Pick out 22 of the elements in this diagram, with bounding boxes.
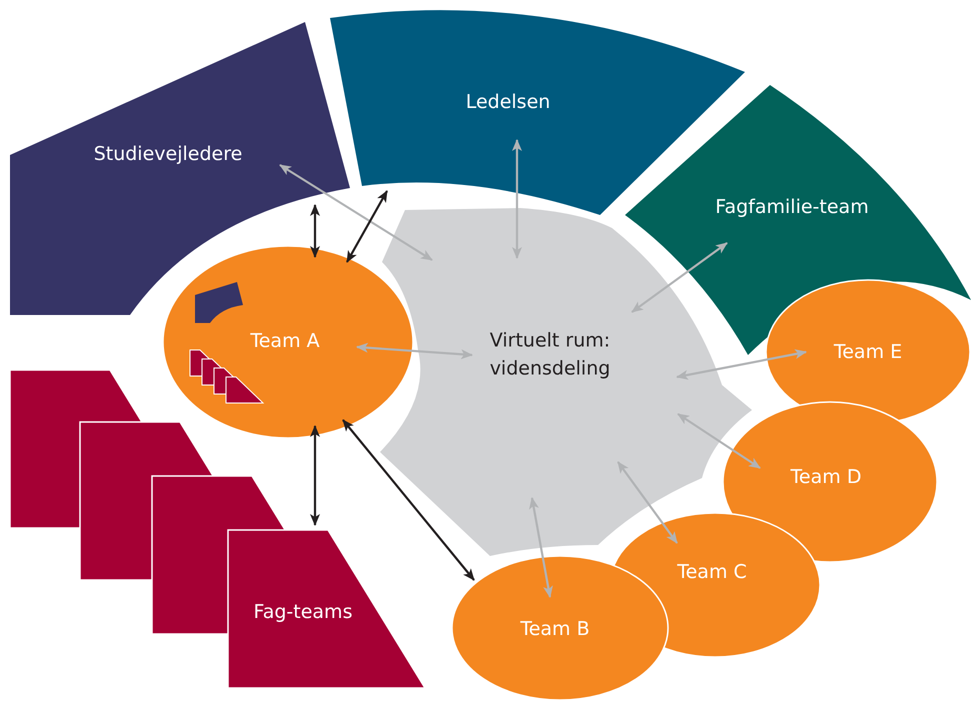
double-arrow	[346, 190, 388, 263]
double-arrow	[310, 204, 320, 258]
double-arrow	[356, 342, 473, 360]
node-label: Fag-teams	[254, 600, 352, 626]
node-label: Team E	[834, 340, 902, 366]
node-label: Team A	[250, 329, 320, 354]
node-label: Team B	[520, 617, 590, 642]
node-label: Studievejledere	[94, 142, 242, 168]
double-arrow	[677, 413, 761, 469]
double-arrow	[617, 461, 678, 544]
node-label: Fagfamilie-team	[715, 195, 869, 220]
node-label: Virtuelt rum: vidensdeling	[488, 328, 612, 381]
double-arrow	[279, 164, 433, 261]
double-arrow	[342, 419, 475, 581]
double-arrow	[310, 425, 320, 526]
double-arrow	[676, 349, 807, 380]
node-label: Team C	[677, 560, 747, 586]
double-arrow	[512, 139, 522, 259]
node-label: Team D	[790, 465, 862, 490]
node-label: Ledelsen	[466, 90, 550, 116]
double-arrow	[631, 242, 728, 313]
double-arrow	[529, 497, 553, 598]
